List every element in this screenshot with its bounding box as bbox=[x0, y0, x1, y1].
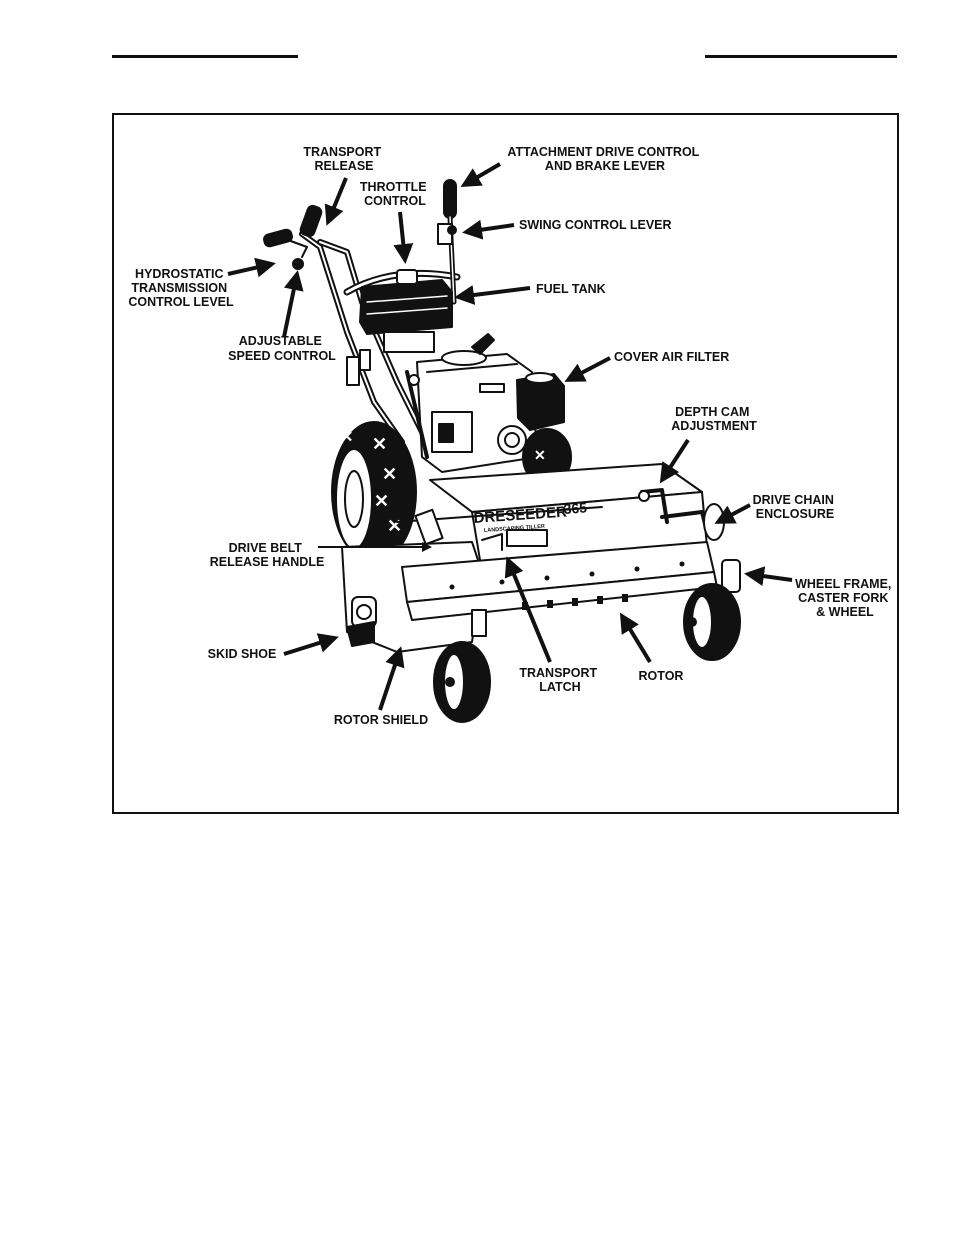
label-cover-air-filter: COVER AIR FILTER bbox=[614, 350, 729, 364]
arrow-rotor-shield bbox=[378, 646, 405, 711]
label-wheel-frame: WHEEL FRAME, CASTER FORK & WHEEL bbox=[795, 577, 895, 619]
model-number: 365 bbox=[563, 499, 588, 517]
label-transport-latch: TRANSPORT LATCH bbox=[519, 666, 600, 694]
arrow-transport-latch bbox=[504, 556, 552, 663]
brand-name: DRESEEDER bbox=[473, 504, 567, 527]
drive-belt-leader bbox=[318, 542, 432, 552]
arrow-transport-release bbox=[324, 177, 348, 226]
label-depth-cam: DEPTH CAM ADJUSTMENT bbox=[671, 405, 757, 433]
leader-arrows bbox=[227, 162, 793, 711]
attachment-drive-lever bbox=[437, 179, 457, 305]
svg-text:✕: ✕ bbox=[387, 516, 402, 536]
arrow-depth-cam bbox=[659, 438, 690, 484]
arrow-fuel-tank bbox=[454, 285, 531, 305]
label-rotor-shield: ROTOR SHIELD bbox=[334, 713, 428, 727]
engine bbox=[405, 333, 538, 473]
label-throttle-control: THROTTLE CONTROL bbox=[360, 180, 430, 208]
arrow-drive-chain bbox=[714, 503, 751, 524]
svg-text:✕: ✕ bbox=[340, 429, 353, 446]
label-fuel-tank: FUEL TANK bbox=[536, 282, 606, 296]
svg-text:✕: ✕ bbox=[534, 447, 546, 463]
caster-wheel-left bbox=[433, 609, 491, 723]
caster-wheel-right bbox=[683, 559, 741, 661]
arrow-wheel-frame bbox=[744, 566, 793, 587]
label-hydrostatic: HYDROSTATIC TRANSMISSION CONTROL LEVEL bbox=[128, 267, 234, 309]
fuel-tank bbox=[359, 269, 453, 353]
arrow-throttle bbox=[393, 211, 414, 264]
brand-tagline: LANDSCAPING TILLER bbox=[484, 524, 545, 534]
figure-frame: ✕ ✕ ✕ ✕ ✕ ✕ bbox=[112, 113, 899, 814]
deck bbox=[341, 463, 725, 653]
arrow-hydrostatic bbox=[227, 257, 276, 278]
svg-text:✕: ✕ bbox=[382, 464, 397, 484]
machine-illustration: ✕ ✕ ✕ ✕ ✕ ✕ bbox=[263, 179, 741, 723]
arrow-rotor bbox=[619, 612, 652, 664]
arrow-attachment-drive bbox=[460, 162, 502, 188]
callout-labels: TRANSPORT RELEASE ATTACHMENT DRIVE CONTR… bbox=[128, 145, 895, 727]
svg-text:✕: ✕ bbox=[374, 491, 389, 511]
header-rule-left bbox=[112, 55, 298, 58]
label-drive-belt: DRIVE BELT RELEASE HANDLE bbox=[210, 541, 325, 569]
arrow-adjustable-speed bbox=[282, 270, 304, 338]
header-rule-right bbox=[705, 55, 897, 58]
label-drive-chain: DRIVE CHAIN ENCLOSURE bbox=[753, 493, 838, 521]
label-rotor: ROTOR bbox=[639, 669, 684, 683]
label-swing-control: SWING CONTROL LEVER bbox=[519, 218, 672, 232]
label-transport-release: TRANSPORT RELEASE bbox=[303, 145, 384, 173]
arrow-swing-control bbox=[462, 219, 515, 240]
svg-text:✕: ✕ bbox=[372, 434, 387, 454]
machine-diagram: ✕ ✕ ✕ ✕ ✕ ✕ bbox=[128, 145, 895, 727]
label-adjustable-speed: ADJUSTABLE SPEED CONTROL bbox=[228, 334, 336, 363]
air-filter-cover bbox=[516, 372, 565, 431]
label-skid-shoe: SKID SHOE bbox=[208, 647, 277, 661]
arrow-cover-air-filter bbox=[564, 356, 611, 382]
arrow-skid-shoe bbox=[283, 633, 339, 656]
label-attachment-drive: ATTACHMENT DRIVE CONTROL AND BRAKE LEVER bbox=[507, 145, 702, 173]
